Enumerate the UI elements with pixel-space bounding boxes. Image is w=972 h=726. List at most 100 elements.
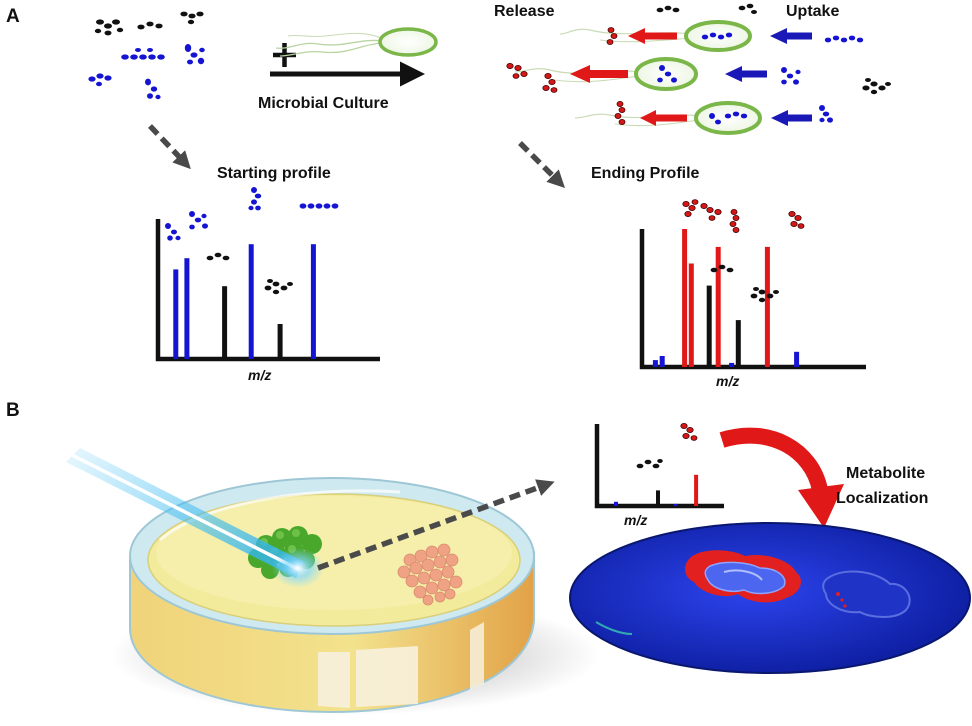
chart-axes (155, 219, 380, 362)
spectrum-peak-bar (173, 269, 179, 359)
x-axis-label: m/z (624, 512, 647, 528)
spectrum-peak-bar (310, 244, 316, 359)
metabolite-icon-blue (709, 111, 748, 125)
pink-colony (397, 543, 463, 606)
localization-label-line2: Localization (836, 490, 928, 507)
metabolite-icon-blue (781, 67, 801, 85)
metabolite-localization-image (569, 522, 971, 674)
flow-arrow-to-spectrum (317, 479, 555, 571)
peak-metabolite-icon (206, 252, 230, 261)
localized-spectrum-chart: m/z (594, 422, 724, 528)
exchange-row-1 (559, 20, 864, 52)
spectrum-peak-bar (656, 490, 660, 506)
culture-label: Microbial Culture (258, 95, 389, 112)
chart-axes (594, 424, 724, 509)
peak-metabolite-icon (189, 211, 208, 230)
dish-label-stripe (470, 622, 484, 690)
localization-arrow (719, 427, 844, 528)
release-label: Release (494, 3, 555, 20)
colony-a-footprint (704, 561, 786, 595)
starting-profile-title: Starting profile (217, 165, 331, 182)
x-axis-label: m/z (716, 373, 739, 389)
peak-metabolite-icon (248, 187, 262, 211)
ending-profile-title: Ending Profile (591, 165, 700, 182)
spectrum-peak-bar (688, 263, 694, 367)
probe-capillary (71, 453, 301, 572)
peak-metabolite-icon (788, 210, 805, 229)
chart-bars (614, 474, 699, 506)
dish-label-stripe (318, 652, 350, 708)
peak-metabolite-icon (750, 287, 779, 303)
release-arrow (628, 28, 645, 44)
spectrum-peak-bar (652, 360, 658, 367)
spectrum-peak-bar (706, 285, 712, 367)
spectrum-peak-bar (248, 244, 254, 359)
metabolite-icon-blue (184, 44, 205, 65)
probe-glow (272, 548, 324, 588)
release-arrow (570, 65, 590, 83)
metabolite-icon-blue (121, 48, 165, 60)
stray-metabolites (656, 3, 891, 95)
peak-metabolite-icon (680, 422, 698, 441)
spectrum-peak-bar (764, 246, 770, 367)
chart-bars (652, 229, 800, 367)
release-arrow (640, 110, 656, 126)
metabolite-icon-black (94, 19, 124, 36)
spectrum-peak-bar (729, 362, 735, 367)
bacterium-icon (684, 20, 752, 52)
peak-metabolite-icon (700, 202, 722, 221)
spectrum-peak-bar (735, 320, 741, 367)
metabolite-icon-blue (819, 105, 833, 123)
peak-metabolite-icon (729, 208, 740, 233)
spectrum-peak-bar (682, 229, 688, 367)
panel-b-label: B (6, 400, 20, 421)
metabolite-icon-blue (657, 65, 677, 83)
spectrum-peak-bar (614, 501, 618, 506)
flow-arrow-to-end (518, 141, 565, 188)
spectrum-peak-bar (277, 324, 283, 359)
metabolite-icon-blue (88, 73, 112, 87)
panel-a-label: A (6, 6, 20, 27)
spectrum-peak-bar (222, 286, 228, 359)
uptake-arrow (771, 110, 788, 126)
metabolite-icon-red (606, 27, 618, 45)
flow-arrow-to-start (148, 124, 191, 170)
dish-label-stripe (356, 646, 418, 707)
uptake-arrow (725, 66, 742, 82)
exchange-row-2 (506, 57, 801, 93)
peak-metabolite-icon (710, 264, 734, 273)
metabolite-icon-black (656, 5, 680, 13)
metabolite-icon-blue (145, 78, 161, 100)
metabolite-icon-red (506, 63, 528, 79)
ending-profile-chart: m/z (639, 199, 866, 389)
metabolite-icon-black (738, 3, 757, 14)
spectrum-peak-bar (659, 356, 665, 367)
exchange-row-3 (574, 101, 833, 135)
metabolite-icon-red (614, 101, 626, 126)
starting-metabolite-cluster (88, 11, 205, 100)
chart-axes (639, 229, 866, 370)
metabolite-icon-black (137, 21, 163, 30)
peak-metabolite-icon (682, 199, 699, 217)
peak-metabolite-icon (299, 203, 339, 209)
spectrum-peak-bar (715, 246, 721, 367)
metabolite-icon-black (180, 11, 204, 25)
spectrum-peak-bar (184, 258, 190, 359)
x-axis-label: m/z (248, 367, 271, 383)
metabolite-icon-red (542, 73, 558, 93)
uptake-arrow (770, 28, 787, 44)
sampling-probe (66, 448, 324, 588)
bacterium-icon (275, 27, 438, 57)
spectrum-peak-bar (794, 351, 800, 367)
peak-metabolite-icon (636, 459, 663, 469)
culture-addition (270, 27, 438, 87)
metabolite-icon-black (862, 78, 891, 95)
uptake-label: Uptake (786, 3, 839, 20)
chart-bars (173, 244, 316, 359)
metabolite-icon-blue (824, 35, 864, 43)
localization-label-line1: Metabolite (846, 465, 925, 482)
starting-profile-chart: m/z (155, 187, 380, 383)
peak-metabolite-icon (165, 223, 181, 241)
spectrum-peak-bar (673, 503, 678, 506)
